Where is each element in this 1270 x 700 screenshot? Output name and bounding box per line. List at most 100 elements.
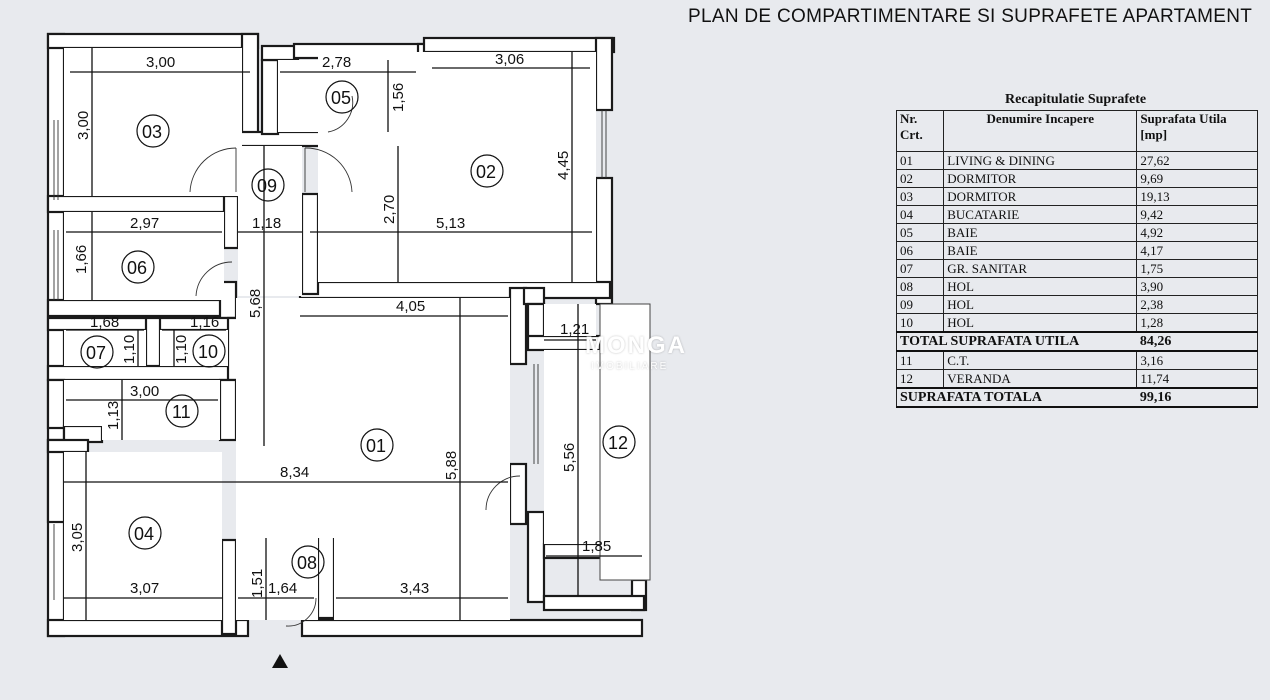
- cell-area: 4,17: [1136, 241, 1258, 260]
- dim-label: 1,21: [560, 321, 589, 338]
- entrance-arrow-icon: [272, 654, 288, 668]
- dim-label: 5,88: [443, 451, 460, 480]
- cell-nr: 02: [895, 169, 945, 188]
- cell-nr: 08: [895, 277, 945, 296]
- total-row: SUPRAFATA TOTALA 99,16: [895, 387, 1258, 408]
- area-summary-table: Nr. Crt. Denumire Incapere Suprafata Uti…: [895, 110, 1258, 408]
- dim-label: 1,68: [90, 314, 119, 331]
- cell-nr: 04: [895, 205, 945, 224]
- dimension-lines: [64, 48, 642, 620]
- header-nr: Nr. Crt.: [895, 110, 945, 152]
- dim-label: 1,16: [190, 314, 219, 331]
- dim-label: 1,64: [268, 580, 297, 597]
- dim-label: 5,13: [436, 215, 465, 232]
- cell-nr: 03: [895, 187, 945, 206]
- cell-area: 1,28: [1136, 313, 1258, 333]
- cell-name: BUCATARIE: [943, 205, 1138, 224]
- room-label-11: 11: [172, 402, 191, 422]
- room-markers: 03 05 02 09 06 07 10 11 01 12 04 08: [80, 80, 636, 579]
- dim-label: 2,78: [322, 54, 351, 71]
- dim-label: 3,43: [400, 580, 429, 597]
- cell-area: 11,74: [1136, 369, 1258, 389]
- cell-area: 3,90: [1136, 277, 1258, 296]
- dim-label: 1,85: [582, 538, 611, 555]
- room-label-07: 07: [86, 343, 106, 363]
- cell-name: VERANDA: [943, 369, 1138, 389]
- dim-label: 8,34: [280, 464, 309, 481]
- room-label-05: 05: [331, 88, 351, 108]
- table-header-row: Nr. Crt. Denumire Incapere Suprafata Uti…: [895, 110, 1258, 152]
- cell-area: 1,75: [1136, 259, 1258, 278]
- room-label-10: 10: [198, 342, 218, 362]
- cell-nr: 12: [895, 369, 945, 389]
- room-fills: [53, 48, 651, 620]
- cell-name: DORMITOR: [943, 187, 1138, 206]
- dim-label: 3,05: [69, 523, 86, 552]
- house-roof-icon: [608, 326, 636, 340]
- door-swings: [189, 95, 521, 627]
- dim-label: 5,56: [561, 443, 578, 472]
- dim-label: 1,56: [390, 83, 407, 112]
- dim-label: 4,45: [555, 151, 572, 180]
- cell-name: HOL: [943, 277, 1138, 296]
- cell-name: DORMITOR: [943, 169, 1138, 188]
- header-name: Denumire Incapere: [943, 110, 1138, 152]
- dim-label: 5,68: [247, 289, 264, 318]
- dim-label: 1,66: [73, 245, 90, 274]
- dim-label: 3,00: [146, 54, 175, 71]
- total-utila-row: TOTAL SUPRAFATA UTILA 84,26: [895, 331, 1258, 352]
- cell-name: HOL: [943, 295, 1138, 314]
- cell-name: GR. SANITAR: [943, 259, 1138, 278]
- cell-name: HOL: [943, 313, 1138, 333]
- dim-label: 4,05: [396, 298, 425, 315]
- cell-name: BAIE: [943, 223, 1138, 242]
- dim-label: 3,06: [495, 51, 524, 68]
- cell-area: 19,13: [1136, 187, 1258, 206]
- cell-name: BAIE: [943, 241, 1138, 260]
- watermark-logo: MONGA IMOBILIARE: [585, 326, 693, 376]
- dim-label: 3,07: [130, 580, 159, 597]
- cell-area: 9,42: [1136, 205, 1258, 224]
- room-label-04: 04: [134, 524, 154, 544]
- dimension-labels: 3,00 2,78 1,56 3,06 3,00 4,45 2,70 5,13 …: [69, 51, 611, 598]
- dim-label: 1,10: [173, 335, 190, 364]
- cell-name: C.T.: [943, 350, 1138, 370]
- logo-tagline: IMOBILIARE: [591, 361, 669, 372]
- cell-nr: 06: [895, 241, 945, 260]
- dim-label: 2,97: [130, 215, 159, 232]
- dim-label: 3,00: [75, 111, 92, 140]
- cell-name: LIVING & DINING: [943, 151, 1138, 170]
- plan-title: PLAN DE COMPARTIMENTARE SI SUPRAFETE APA…: [688, 6, 1253, 27]
- table-caption: Recapitulatie Suprafete: [1005, 92, 1147, 107]
- room-label-02: 02: [476, 162, 496, 182]
- room-label-08: 08: [297, 553, 317, 573]
- dim-label: 1,10: [121, 335, 138, 364]
- cell-nr: 09: [895, 295, 945, 314]
- room-label-01: 01: [366, 436, 386, 456]
- room-label-12: 12: [608, 433, 628, 453]
- cell-area: 27,62: [1136, 151, 1258, 170]
- room-label-09: 09: [257, 176, 277, 196]
- dim-label: 2,70: [381, 195, 398, 224]
- total-utila-label: TOTAL SUPRAFATA UTILA: [895, 331, 1137, 352]
- cell-nr: 05: [895, 223, 945, 242]
- cell-area: 9,69: [1136, 169, 1258, 188]
- cell-nr: 01: [895, 151, 945, 170]
- total-label: SUPRAFATA TOTALA: [895, 387, 1137, 408]
- cell-nr: 10: [895, 313, 945, 333]
- header-area: Suprafata Utila [mp]: [1136, 110, 1258, 152]
- cell-area: 4,92: [1136, 223, 1258, 242]
- cell-nr: 11: [895, 350, 945, 370]
